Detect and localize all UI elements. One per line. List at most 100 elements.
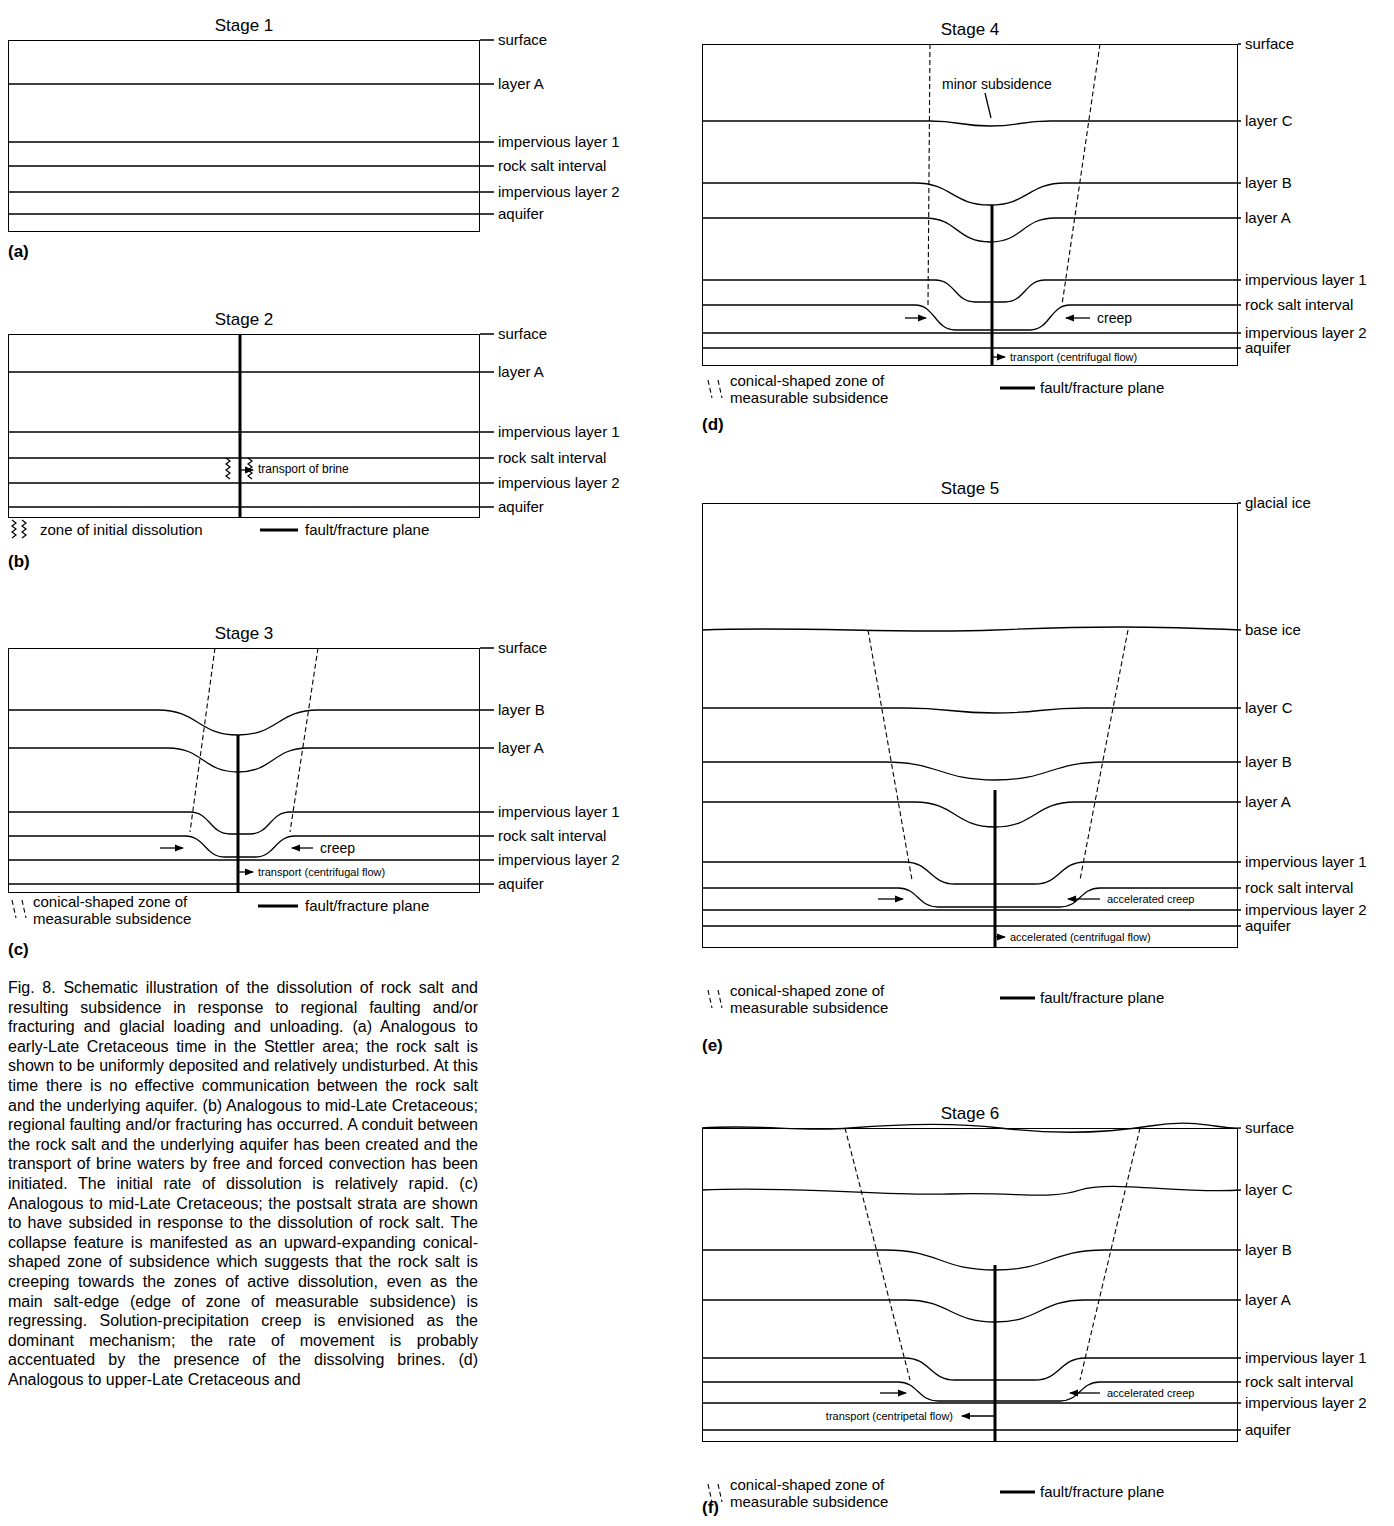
layer-line (702, 1358, 1241, 1380)
legend-text: conical-shaped zone of measurable subsid… (730, 982, 900, 1017)
subsidence-cone (868, 630, 1128, 880)
layer-line (8, 40, 494, 214)
layer-line (702, 1250, 1241, 1270)
subsidence-cone (845, 1128, 1140, 1380)
stage-panel: Stage 1 (8, 40, 480, 232)
layer-line (702, 888, 1241, 907)
layer-line (8, 334, 494, 507)
dissolution-zone (12, 458, 252, 538)
layer-label: layer A (1245, 209, 1291, 226)
layer-line (702, 762, 1241, 780)
layer-label: impervious layer 2 (498, 851, 620, 868)
legend-text: fault/fracture plane (1040, 989, 1164, 1006)
flow-arrow (1066, 317, 1090, 318)
flow-arrow (292, 847, 313, 848)
layer-line (702, 183, 1241, 205)
dissolution-zone (226, 458, 230, 479)
fault-plane (237, 735, 240, 893)
layer-line (702, 910, 1241, 926)
layer-line (702, 708, 1241, 713)
layer-label: rock salt interval (498, 157, 606, 174)
stage-panel: Stage 4 (702, 44, 1238, 366)
layer-label: transport (centrifugal flow) (256, 866, 387, 879)
flow-arrow (962, 1403, 995, 1416)
subsidence-cone (708, 380, 722, 398)
layer-line (8, 812, 494, 834)
layer-label: surface (498, 639, 547, 656)
stage-panel: Stage 3 (8, 648, 480, 893)
layer-label: rock salt interval (498, 827, 606, 844)
fault-plane (1000, 1491, 1035, 1494)
layer-label: impervious layer 1 (1245, 853, 1367, 870)
layer-line (702, 1403, 1241, 1430)
layer-label: layer C (1245, 1181, 1293, 1198)
panel-letter: (d) (702, 415, 724, 435)
legend-text: fault/fracture plane (305, 897, 429, 914)
layer-line (702, 280, 1241, 302)
stage-title: Stage 1 (9, 16, 479, 36)
layer-line (8, 40, 1241, 1430)
fault-plane (991, 205, 994, 366)
layer-label: layer A (498, 75, 544, 92)
subsidence-cone (12, 900, 26, 918)
stage-panel: Stage 2 (8, 334, 480, 518)
layer-line (702, 333, 1241, 348)
layer-label: impervious layer 1 (498, 803, 620, 820)
fault-plane (258, 905, 298, 908)
layer-label: impervious layer 2 (1245, 324, 1367, 341)
layer-label: aquifer (1245, 917, 1291, 934)
layer-label: transport (centripetal flow) (824, 1410, 955, 1423)
flow-arrow (905, 317, 926, 318)
stage-title: Stage 2 (9, 310, 479, 330)
layer-line (702, 503, 1241, 631)
layer-label: surface (1245, 1119, 1294, 1136)
layer-line (8, 836, 494, 857)
layer-label: surface (1245, 35, 1294, 52)
layer-line (702, 1300, 1241, 1322)
layer-label: impervious layer 1 (498, 133, 620, 150)
panel-letter: (b) (8, 552, 30, 572)
layer-label: impervious layer 2 (498, 183, 620, 200)
layer-label: layer B (1245, 1241, 1292, 1258)
layer-label: layer A (1245, 793, 1291, 810)
legend-text: zone of initial dissolution (40, 521, 203, 538)
layer-label: layer C (1245, 699, 1293, 716)
fault-plane (1000, 997, 1035, 1000)
legend-text: fault/fracture plane (1040, 379, 1164, 396)
layer-label: layer B (498, 701, 545, 718)
layer-label: aquifer (1245, 1421, 1291, 1438)
panel-letter: (c) (8, 940, 29, 960)
panel-letter: (f) (702, 1498, 719, 1518)
layer-label: rock salt interval (1245, 1373, 1353, 1390)
layer-label: layer B (1245, 174, 1292, 191)
layer-line (702, 1186, 1241, 1195)
layer-label: base ice (1245, 621, 1301, 638)
layer-label: minor subsidence (940, 76, 1054, 92)
flow-arrow (992, 356, 1005, 357)
layer-label: impervious layer 1 (1245, 1349, 1367, 1366)
subsidence-cone (708, 990, 722, 1008)
layer-label: layer C (1245, 112, 1293, 129)
subsidence-cone (190, 648, 318, 832)
layer-line (702, 1382, 1241, 1401)
panel-letter: (a) (8, 242, 29, 262)
layer-label: transport (centrifugal flow) (1008, 351, 1139, 364)
subsidence-cone (928, 44, 1100, 305)
stage-title: Stage 4 (703, 20, 1237, 40)
layer-label: impervious layer 1 (498, 423, 620, 440)
fault-plane (239, 334, 242, 518)
flow-arrow (238, 871, 253, 872)
layer-label: layer A (498, 363, 544, 380)
layer-label: accelerated (centrifugal flow) (1008, 931, 1153, 944)
layer-label: aquifer (498, 205, 544, 222)
layer-label: aquifer (1245, 339, 1291, 356)
layer-label: accelerated creep (1105, 1387, 1196, 1400)
dissolution-zone (12, 520, 16, 538)
layer-line (702, 218, 1241, 242)
flow-arrow (1070, 1392, 1100, 1393)
layer-label: creep (1095, 310, 1134, 326)
layer-label: layer B (1245, 753, 1292, 770)
dissolution-zone (248, 458, 252, 479)
layer-label: aquifer (498, 875, 544, 892)
